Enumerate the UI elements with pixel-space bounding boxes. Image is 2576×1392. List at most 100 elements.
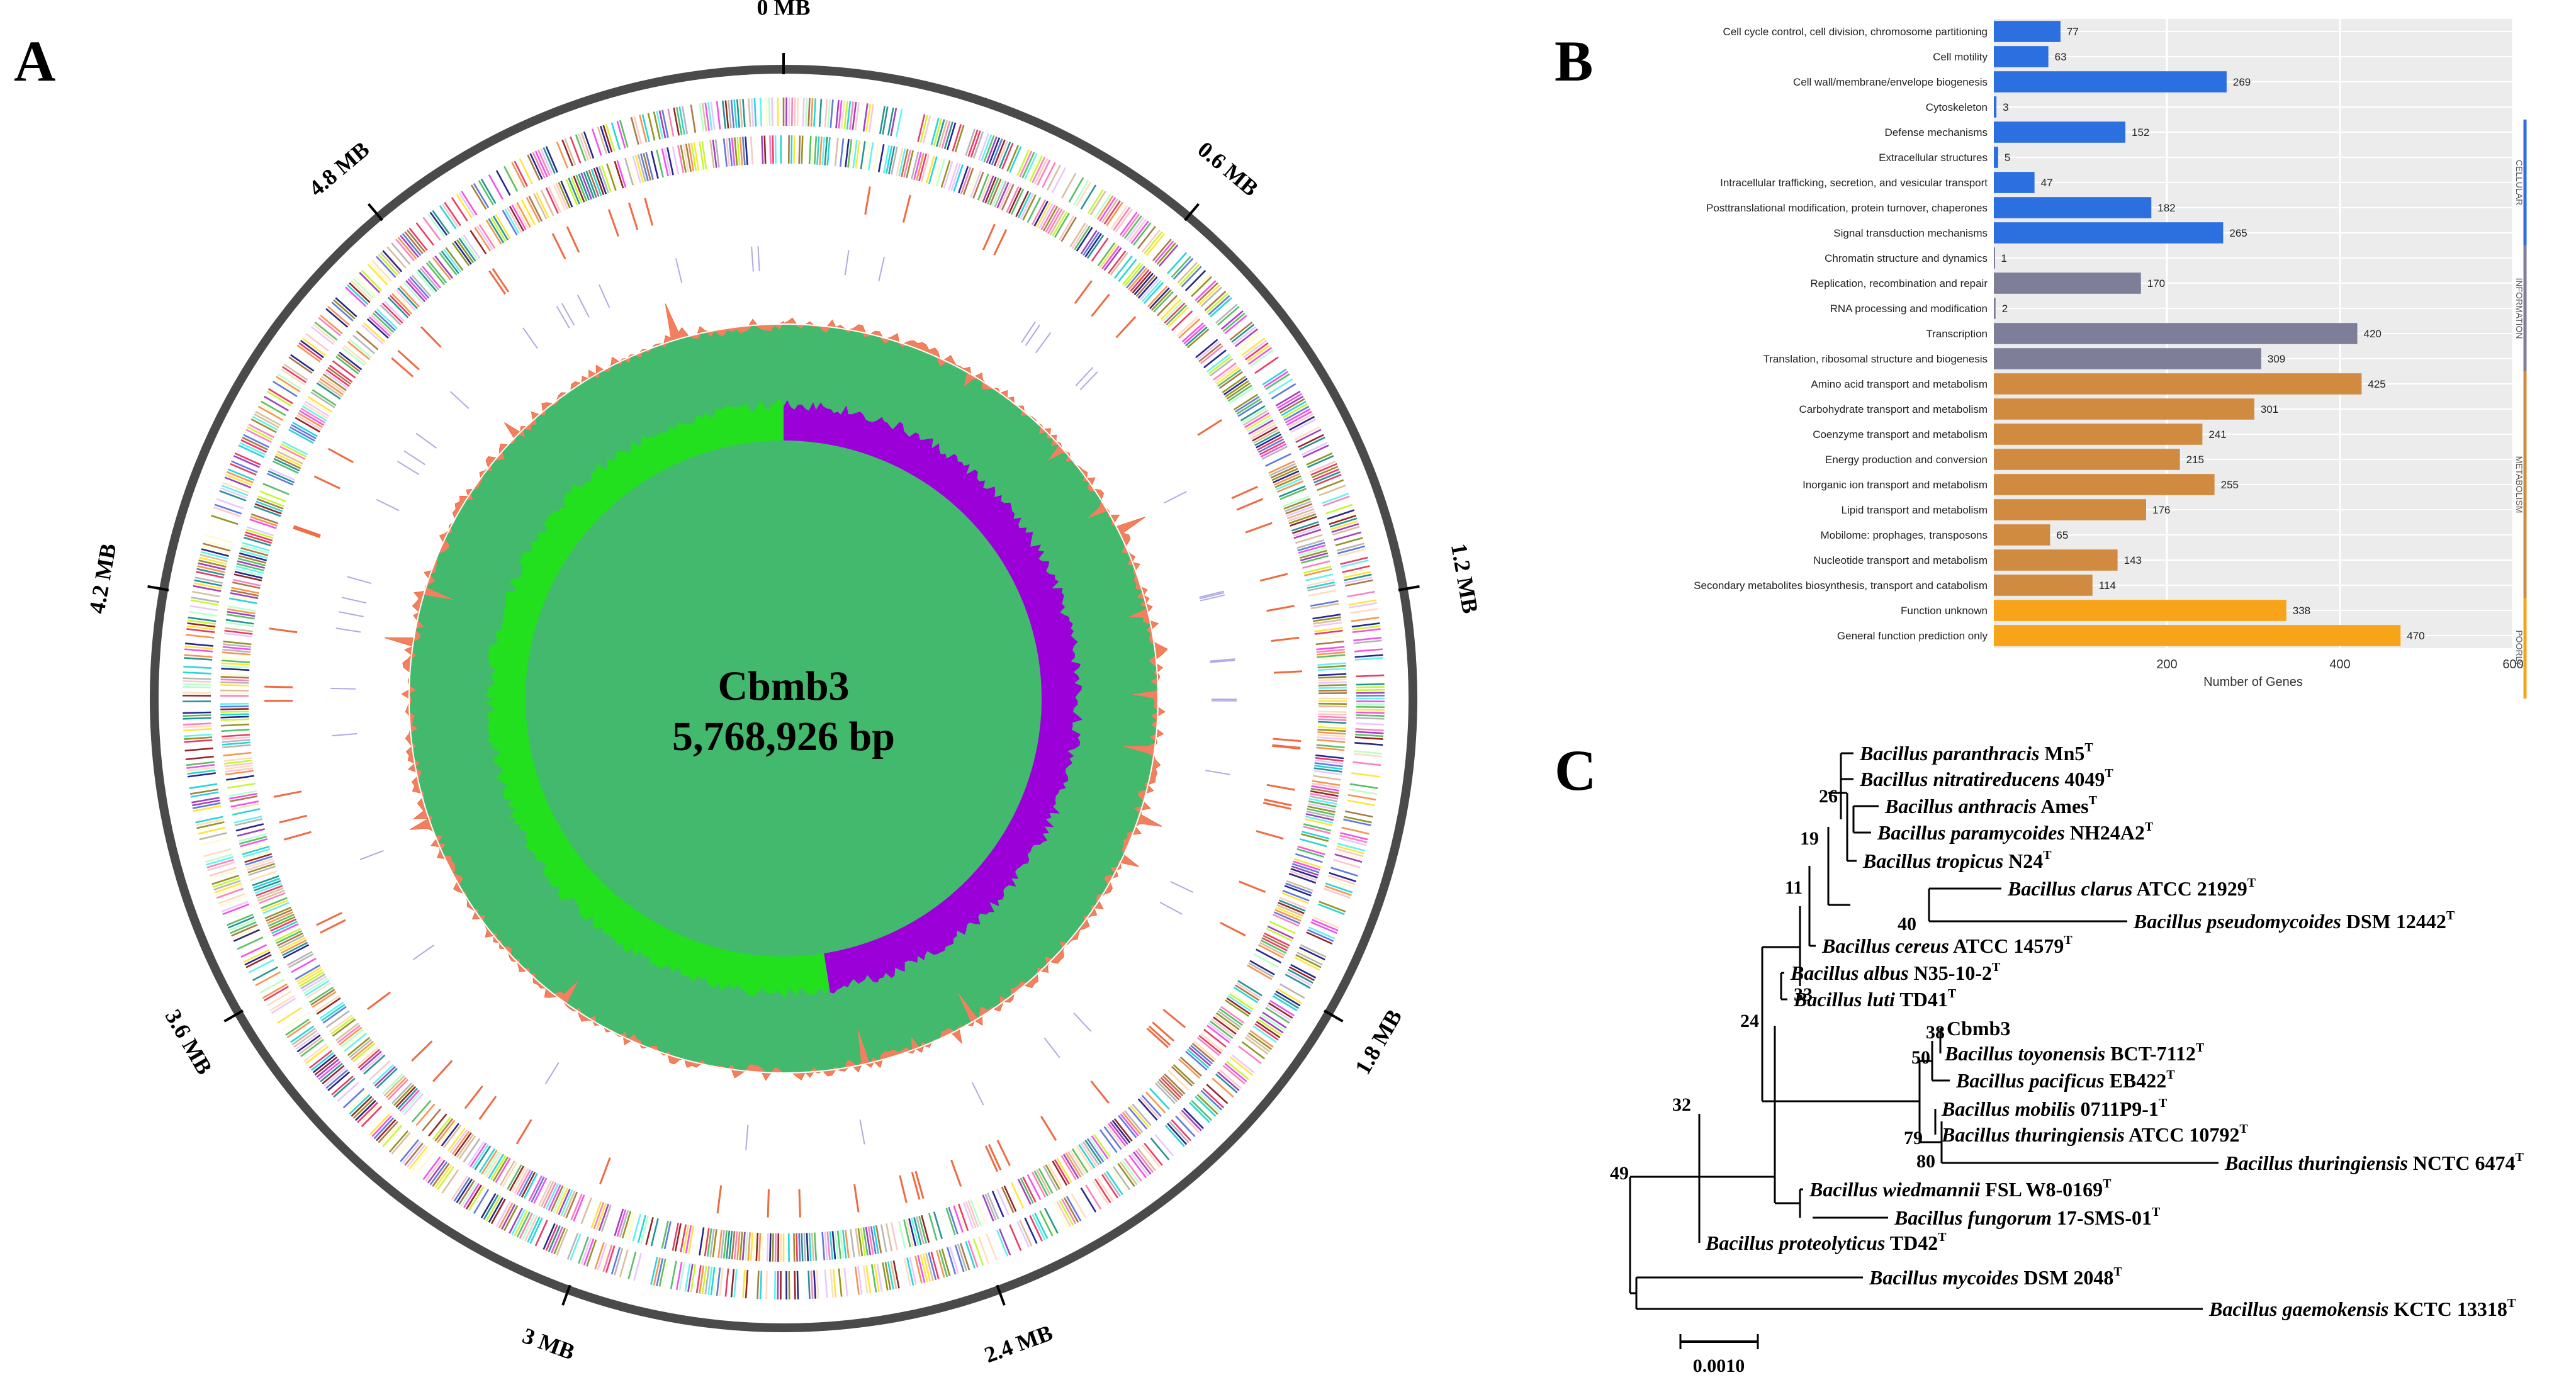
gene-mark xyxy=(387,1079,409,1101)
gene-mark xyxy=(1176,316,1199,337)
gene-mark xyxy=(1316,744,1345,749)
gene-mark xyxy=(361,1106,383,1128)
gene-mark xyxy=(1056,1201,1072,1227)
gene-mark xyxy=(255,410,281,426)
bar xyxy=(1994,272,2141,294)
category-label: Lipid transport and metabolism xyxy=(1842,504,1988,516)
gene-mark xyxy=(829,1231,834,1260)
gene-mark xyxy=(258,892,286,904)
gene-mark xyxy=(1336,845,1364,855)
value-label: 5 xyxy=(2005,152,2010,164)
gene-mark xyxy=(860,141,866,170)
gene-mark xyxy=(228,790,257,797)
value-label: 63 xyxy=(2055,51,2067,63)
gene-mark xyxy=(296,1034,321,1053)
gene-mark xyxy=(290,426,315,442)
bar xyxy=(1994,625,2401,646)
gene-mark xyxy=(1038,1168,1054,1194)
gene-mark xyxy=(261,400,286,417)
gene-mark xyxy=(1244,1036,1269,1055)
gene-mark xyxy=(286,1021,312,1038)
gene-mark xyxy=(945,1208,956,1235)
category-label: Intracellular trafficking, secretion, an… xyxy=(1720,177,1988,189)
gene-mark xyxy=(704,102,710,131)
gene-mark xyxy=(1233,393,1259,411)
gene-mark xyxy=(1110,1121,1128,1145)
gene-mark xyxy=(221,662,250,666)
taxon-label: Bacillus mobilis 0711P9-1T xyxy=(1941,1096,2168,1120)
gene-mark xyxy=(1164,1073,1186,1095)
gene-mark xyxy=(1317,654,1346,658)
gene-mark xyxy=(1269,463,1296,476)
gene-mark xyxy=(1259,1016,1284,1034)
gene-mark xyxy=(1265,1007,1290,1024)
gene-mark xyxy=(1204,291,1227,312)
gene-mark xyxy=(759,98,763,126)
gene-mark xyxy=(184,645,213,650)
gene-mark xyxy=(322,1006,347,1024)
gene-mark xyxy=(745,1232,748,1261)
gene-mark xyxy=(796,1271,799,1299)
gene-mark xyxy=(300,340,324,359)
gene-mark xyxy=(965,1201,977,1228)
gene-mark xyxy=(415,271,436,294)
gene-mark xyxy=(650,1257,658,1285)
gene-mark xyxy=(988,137,1001,165)
gene-mark xyxy=(1318,689,1347,692)
gene-mark xyxy=(1286,410,1312,426)
gene-mark xyxy=(1310,792,1338,800)
gene-mark xyxy=(826,137,831,166)
gene-mark xyxy=(891,1222,898,1250)
gene-mark xyxy=(221,485,249,497)
gene-mark xyxy=(765,1271,768,1299)
gene-mark xyxy=(955,1204,967,1232)
gene-mark xyxy=(1257,435,1283,451)
gene-mark xyxy=(1351,622,1380,628)
gene-mark xyxy=(803,1233,806,1262)
gene-mark xyxy=(183,711,211,714)
gene-mark xyxy=(441,1123,459,1147)
gene-mark xyxy=(187,772,216,778)
gene-mark xyxy=(533,1177,548,1204)
gene-mark xyxy=(979,174,992,202)
genome-tick-label: 0 MB xyxy=(757,0,811,20)
gene-mark xyxy=(234,452,261,466)
gc-content-baseline xyxy=(408,323,1159,1074)
gene-mark xyxy=(1054,1159,1070,1185)
category-label: Energy production and conversion xyxy=(1825,454,1988,466)
gene-mark xyxy=(1290,963,1317,979)
gene-mark xyxy=(303,977,329,994)
gene-mark xyxy=(996,1229,1009,1257)
gene-mark xyxy=(321,1004,346,1022)
type-strain-mark: T xyxy=(2113,1265,2122,1279)
gene-mark xyxy=(1103,1172,1121,1197)
gene-mark xyxy=(380,1123,400,1145)
gene-mark xyxy=(816,136,820,165)
gene-mark xyxy=(422,216,441,241)
gene-mark xyxy=(1253,429,1279,444)
gene-mark xyxy=(834,138,839,167)
gene-mark xyxy=(1309,795,1338,802)
taxon-label: Bacillus paramycoides NH24A2T xyxy=(1877,820,2154,844)
gene-mark xyxy=(1203,1028,1227,1048)
gene-mark xyxy=(1300,554,1329,564)
gene-mark xyxy=(1317,736,1346,741)
gene-mark xyxy=(710,1267,716,1296)
gene-mark xyxy=(244,951,271,966)
gene-mark xyxy=(627,157,637,185)
gene-mark xyxy=(441,250,459,274)
gene-mark xyxy=(707,102,713,131)
gene-mark xyxy=(342,1031,366,1050)
gene-mark xyxy=(830,99,834,128)
gene-mark xyxy=(222,744,251,749)
cog-bar-chart: Cell cycle control, cell division, chrom… xyxy=(1694,19,2527,699)
gene-mark xyxy=(230,463,257,476)
gene-mark xyxy=(1351,772,1380,778)
gene-mark xyxy=(187,622,216,628)
gene-mark xyxy=(661,109,669,138)
gene-mark xyxy=(643,152,651,181)
gene-mark xyxy=(1288,510,1315,522)
gene-mark xyxy=(227,605,256,612)
gene-mark xyxy=(637,154,646,182)
gene-mark xyxy=(490,1155,507,1181)
